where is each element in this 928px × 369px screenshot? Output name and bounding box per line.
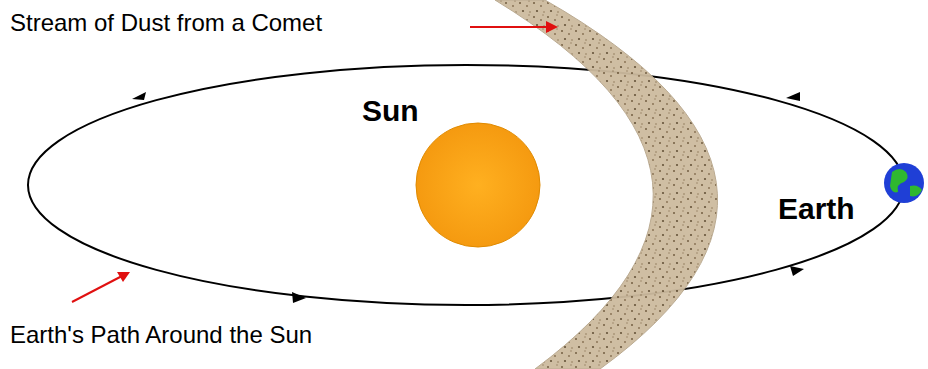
stream-label: Stream of Dust from a Comet [8,10,324,36]
orbit-label: Earth's Path Around the Sun [8,322,314,348]
earth-land [890,169,922,196]
earth-globe [884,163,924,203]
earth-orbit [28,65,904,305]
sun-label: Sun [360,94,421,127]
earth-label: Earth [776,192,857,225]
leader-arrows [72,21,558,302]
orbit-arrows [132,92,804,303]
sun-disc [416,123,540,247]
